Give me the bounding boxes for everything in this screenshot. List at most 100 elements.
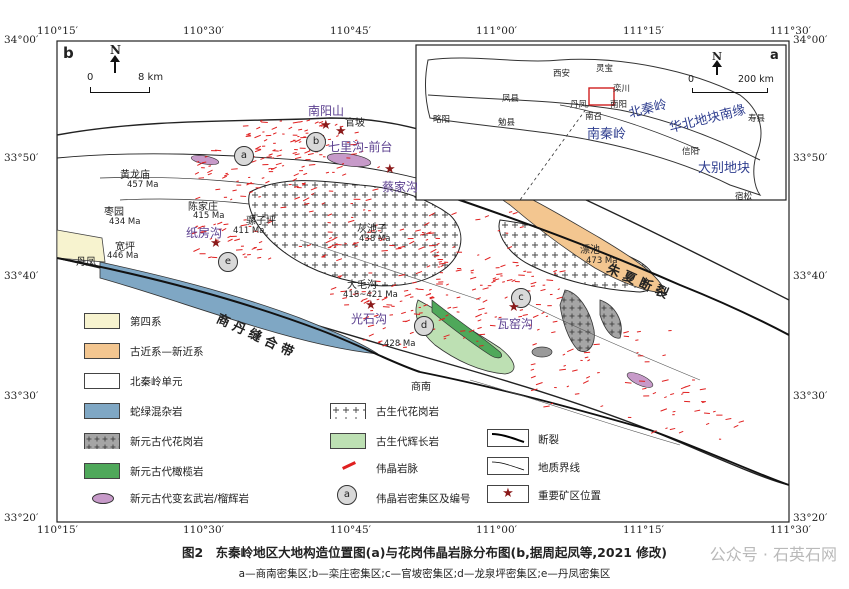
pegmatite-vein [293,173,299,177]
pegmatite-vein [415,270,423,275]
pegmatite-vein [530,375,536,379]
paleozoic-granite-huichizi [248,180,462,287]
pegmatite-vein [382,344,389,347]
inset-region-dabie: 大别地块 [698,161,751,176]
pegmatite-vein [455,269,462,272]
pegmatite-vein [475,313,482,318]
pegmatite-vein [530,368,535,371]
pegmatite-vein [349,288,353,291]
coord-top-5: 111°30′ [770,25,812,37]
pegmatite-vein [254,149,262,153]
pegmatite-vein [372,188,379,191]
pegmatite-vein [430,248,437,253]
pegmatite-vein [256,248,263,251]
pegmatite-vein [294,196,301,200]
pegmatite-vein [680,386,687,390]
pegmatite-vein [382,327,386,330]
label-huanglongmiao: 黄龙庙 [120,170,150,181]
legend-label: 伟晶岩脉 [376,463,418,475]
pegmatite-vein [451,212,457,216]
pegmatite-vein [271,126,278,130]
legend-label: 地质界线 [538,462,580,474]
pegmatite-vein [478,333,486,336]
pegmatite-vein [502,281,505,283]
legend-label: 新元古代变玄武岩/榴辉岩 [130,493,250,505]
inset-location-box [588,87,615,106]
label-caoji-age: 434 Ma [109,217,141,227]
pegmatite-vein [399,228,405,231]
pegmatite-vein [325,144,330,147]
pegmatite-vein [477,326,482,330]
pegmatite-vein [304,129,309,132]
mine-star-icon: ★ [508,300,520,315]
cross-pattern-icon [85,435,119,449]
scale-bar-b [90,87,150,93]
pegmatite-vein [553,269,558,273]
pegmatite-vein [519,226,524,229]
coord-right-0: 34°00′ [793,34,828,46]
label-yuanchi: 漂池 [580,245,600,256]
pegmatite-vein [398,274,406,277]
pegmatite-vein [377,166,381,169]
coord-left-2: 33°40′ [4,270,39,282]
pegmatite-vein [381,297,388,301]
pegmatite-vein [234,238,241,242]
coord-bottom-3: 111°00′ [476,524,518,536]
label-huanglongmiao-age: 457 Ma [127,180,159,190]
pegmatite-vein [443,334,450,338]
pegmatite-vein [197,225,204,229]
pegmatite-vein [209,237,213,240]
mine-star-icon: ★ [210,236,222,251]
pegmatite-veins [191,119,745,440]
pegmatite-vein [478,307,485,311]
pegmatite-vein [572,369,578,372]
pegmatite-vein [426,265,431,268]
pegmatite-vein [347,219,355,223]
pegmatite-vein [273,149,276,151]
neoproterozoic-granite-1 [559,289,595,352]
pegmatite-vein [664,396,667,399]
pegmatite-vein [470,269,475,272]
pegmatite-vein [532,343,537,346]
cluster-marker: a [234,146,254,166]
inset-city: 信阳 [682,147,700,157]
scale-b-zero: 0 [87,72,94,83]
coord-top-4: 111°15′ [623,25,665,37]
pegmatite-vein [484,256,491,261]
pegmatite-vein [642,387,647,390]
pegmatite-vein [403,289,409,292]
pegmatite-vein [470,276,477,280]
neoproterozoic-peridotite [431,299,503,359]
pegmatite-vein [566,348,574,353]
pegmatite-vein [268,167,271,170]
pegmatite-vein [725,418,732,421]
pegmatite-vein [665,427,668,430]
pegmatite-vein [201,161,207,164]
zhuxia-fault [429,189,789,336]
pegmatite-vein [236,180,239,183]
inset-city: 寿县 [748,114,766,124]
pegmatite-vein [551,331,556,334]
pegmatite-vein [508,211,513,213]
pegmatite-vein [404,293,412,297]
label-qilihou: 七里沟-前台 [328,140,393,154]
pegmatite-vein [440,264,444,268]
pegmatite-vein [374,224,378,227]
pegmatite-vein [557,288,561,291]
pegmatite-vein [484,215,490,218]
pegmatite-vein [507,246,513,250]
pegmatite-vein [373,314,379,317]
inset-city: 丹凤 [570,100,588,110]
pegmatite-vein [492,277,497,280]
pegmatite-vein [419,233,426,236]
pegmatite-vein [341,163,345,165]
pegmatite-vein [307,152,314,156]
label-huichizi: 灰池子 [357,224,387,235]
pegmatite-vein [379,237,387,242]
inset-city: 灵宝 [596,64,614,74]
north-arrow-a-icon [716,63,718,75]
pegmatite-vein [271,157,275,159]
label-damaogou: 大毛沟 [347,280,377,291]
star-symbol-icon: ★ [487,485,529,503]
pegmatite-vein [217,221,223,225]
